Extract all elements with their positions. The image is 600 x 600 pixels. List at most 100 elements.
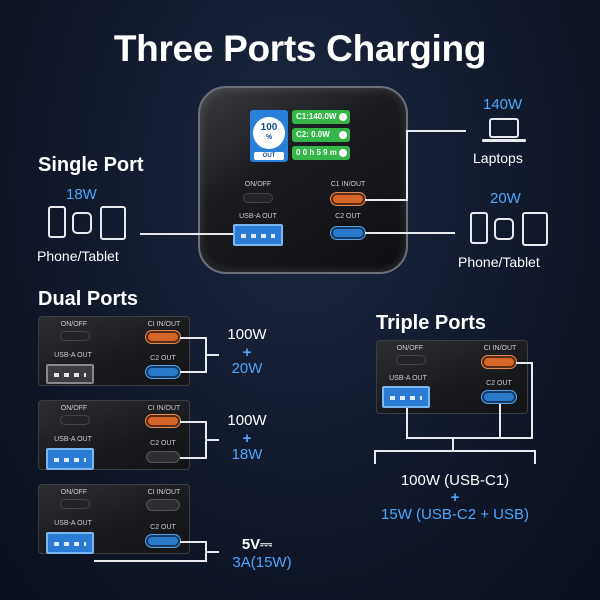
watch-icon (494, 218, 514, 240)
label-onoff: ON/OFF (60, 321, 88, 328)
tablet-icon (522, 212, 548, 246)
usb-a-port[interactable] (233, 224, 283, 246)
connector-line (205, 354, 219, 356)
label-c2: C2 OUT (335, 213, 361, 220)
connector-line (406, 437, 533, 439)
label-c1: C1 IN/OUT (330, 181, 366, 188)
watch-icon (72, 212, 92, 234)
connector-line (180, 421, 206, 423)
connector-line (205, 551, 219, 553)
label-onoff: ON/OFF (396, 345, 424, 352)
power-button[interactable] (60, 331, 90, 341)
usb-a-port[interactable] (382, 386, 430, 408)
right-phone-device: Phone/Tablet (458, 254, 540, 270)
connector-line (531, 362, 533, 438)
triple-line1: 100W (USB-C1) (400, 472, 510, 489)
connector-line (180, 371, 206, 373)
usb-c1-port[interactable] (482, 356, 516, 368)
usb-c2-port[interactable] (482, 391, 516, 403)
check-icon (339, 113, 347, 121)
triple-plus: + (450, 489, 460, 506)
label-c2: C2 OUT (150, 355, 176, 362)
dual-1-line2: 20W (231, 360, 263, 377)
power-button[interactable] (243, 193, 273, 203)
phone-icon (48, 206, 66, 238)
single-port-heading: Single Port (38, 154, 144, 176)
label-c1: CI IN/OUT (147, 489, 181, 496)
usb-c1-port[interactable] (146, 331, 180, 343)
label-c1: CI IN/OUT (147, 405, 181, 412)
power-button[interactable] (396, 355, 426, 365)
dual-2-plus: + (242, 430, 252, 447)
dual-2-line2: 18W (231, 446, 263, 463)
label-usba: USB-A OUT (54, 352, 92, 359)
label-c2: C2 OUT (150, 524, 176, 531)
connector-line (406, 130, 466, 132)
connector-line (516, 362, 532, 364)
label-usba: USB-A OUT (54, 520, 92, 527)
right-phone-watt: 20W (490, 190, 521, 207)
label-c2: C2 OUT (150, 440, 176, 447)
connector-line (452, 437, 454, 451)
battery-percent: 100 (260, 122, 278, 133)
page-title: Three Ports Charging (113, 28, 487, 69)
dual-3-line1: 5V⎓ (241, 536, 273, 553)
connector-line (180, 337, 206, 339)
tablet-icon (100, 206, 126, 240)
usb-a-port[interactable] (46, 532, 94, 554)
connector-line (374, 450, 376, 464)
usb-c2-port[interactable] (331, 227, 365, 239)
triple-ports-heading: Triple Ports (376, 312, 487, 334)
laptop-base (482, 139, 526, 142)
power-button[interactable] (60, 499, 90, 509)
label-onoff: ON/OFF (60, 489, 88, 496)
connector-line (140, 233, 233, 235)
usb-a-port[interactable] (46, 448, 94, 470)
usb-c2-port[interactable] (146, 366, 180, 378)
dual-2-line1: 100W (227, 412, 267, 429)
usb-c2-port[interactable] (146, 535, 180, 547)
connector-line (365, 232, 455, 234)
connector-line (94, 560, 206, 562)
usb-c1-port[interactable] (146, 415, 180, 427)
laptop-watt: 140W (483, 96, 523, 113)
dual-1-plus: + (242, 344, 252, 361)
label-usba: USB-A OUT (389, 375, 427, 382)
usb-c1-port[interactable] (331, 193, 365, 205)
dual-3-line2: 3A(15W) (232, 554, 292, 571)
laptop-icon (489, 118, 519, 138)
check-icon (339, 131, 347, 139)
label-onoff: ON/OFF (244, 181, 272, 188)
label-c1: CI IN/OUT (147, 321, 181, 328)
single-port-watt: 18W (66, 186, 97, 203)
label-usba: USB-A OUT (54, 436, 92, 443)
usb-c2-port[interactable] (146, 451, 180, 463)
usb-a-port[interactable] (46, 364, 94, 384)
connector-line (406, 408, 408, 438)
battery-percent-sign: % (265, 134, 273, 141)
connector-line (374, 450, 536, 452)
check-icon (339, 149, 347, 157)
dual-ports-heading: Dual Ports (38, 288, 139, 310)
triple-line2: 15W (USB-C2 + USB) (381, 506, 529, 523)
phone-icon (470, 212, 488, 244)
connector-line (499, 404, 501, 438)
connector-line (365, 199, 407, 201)
label-c1: CI IN/OUT (483, 345, 517, 352)
connector-line (534, 450, 536, 464)
label-usba: USB-A OUT (239, 213, 277, 220)
display-row-time: 0 0 h 5 9 m (292, 146, 350, 160)
single-port-device: Phone/Tablet (37, 248, 119, 264)
connector-line (180, 541, 206, 543)
connector-line (406, 130, 408, 201)
mode-badge: OUT (254, 152, 284, 160)
usb-c1-port[interactable] (146, 499, 180, 511)
laptop-device: Laptops (473, 150, 523, 166)
label-onoff: ON/OFF (60, 405, 88, 412)
display-row-c2: C2: 0.0W (292, 128, 350, 142)
power-button[interactable] (60, 415, 90, 425)
connector-line (180, 457, 206, 459)
dual-1-line1: 100W (227, 326, 267, 343)
connector-line (205, 439, 219, 441)
display-row-c1: C1:140.0W (292, 110, 350, 124)
